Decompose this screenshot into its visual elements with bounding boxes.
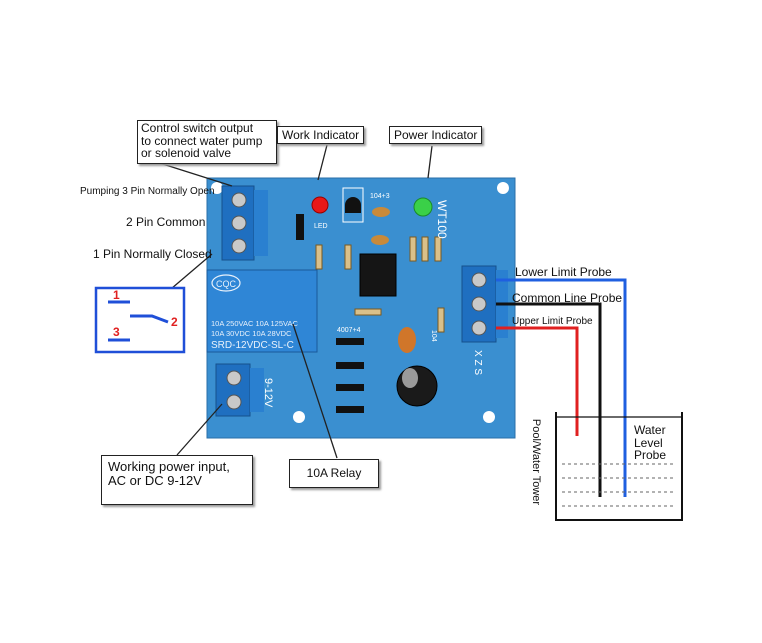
ceramic-capacitor [371,235,389,245]
board-model: WT100 [435,200,449,239]
water-level-probe-label: Water Level Probe [634,423,667,463]
switch-label-2: 2 [171,315,178,329]
diode-bridge [336,338,364,413]
relay-model: SRD-12VDC-SL-C [211,340,294,351]
cqc-logo [211,274,241,292]
orange-capacitor [398,327,416,353]
water-tank [555,412,683,521]
working-power-callout: Working power input, AC or DC 9-12V [101,455,253,505]
terminal-side [254,190,268,256]
mounting-hole [497,182,509,194]
terminal-marks: X Z S [472,350,483,375]
mounting-hole [211,182,223,194]
screw-icon [471,272,487,288]
electrolytic-capacitor [396,365,438,407]
screw-icon [226,370,242,386]
switch-label-3: 3 [113,325,120,339]
pin3-label: Pumping 3 Pin Normally Open [80,186,215,197]
screw-icon [231,238,247,254]
upper-limit-wire [496,326,579,436]
relay-cqc: CQC [216,279,237,289]
leader-lines [149,144,433,459]
screw-icon [231,215,247,231]
diode [296,214,304,240]
ic-chip [359,253,397,297]
transistor-outline [342,187,364,223]
cap-mark: 104+3 [370,193,390,200]
common-line-wire [496,302,602,497]
diode-mark: 4007+4 [337,327,361,334]
cap-small-mark: 104 [430,330,437,342]
pin2-label: 2 Pin Common [126,215,206,229]
switch-label-1: 1 [113,288,120,302]
resistors [315,236,445,333]
capacitor-top [402,368,418,388]
transistor [345,197,361,213]
pin1-label: 1 Pin Normally Closed [93,247,212,261]
power-indicator-callout: Power Indicator [389,126,483,144]
relay-callout: 10A Relay [289,459,379,488]
led-mark: LED [314,223,328,230]
pool-water-tower-label: Pool/Water Tower [530,418,542,506]
ceramic-capacitor [372,207,390,217]
lower-limit-wire [496,278,627,497]
mounting-hole [293,411,305,423]
power-led-icon [413,197,433,217]
control-switch-callout: Control switch output to connect water p… [137,120,277,164]
screw-icon [226,394,242,410]
lower-limit-label: Lower Limit Probe [515,265,612,279]
work-led-icon [311,196,329,214]
water-lines [562,463,674,507]
work-indicator-callout: Work Indicator [277,126,365,144]
relay-rating-2: 10A 30VDC 10A 28VDC [211,329,292,338]
screw-icon [471,320,487,336]
mounting-hole [483,411,495,423]
screw-icon [471,296,487,312]
common-line-label: Common Line Probe [512,291,623,305]
relay [206,269,318,353]
switch-arm [130,314,169,324]
terminal-side [250,368,264,412]
relay-rating-1: 10A 250VAC 10A 125VAC [211,319,298,328]
voltage-mark: 9-12V [262,378,274,408]
upper-limit-label: Upper Limit Probe [512,316,593,327]
screw-icon [231,192,247,208]
